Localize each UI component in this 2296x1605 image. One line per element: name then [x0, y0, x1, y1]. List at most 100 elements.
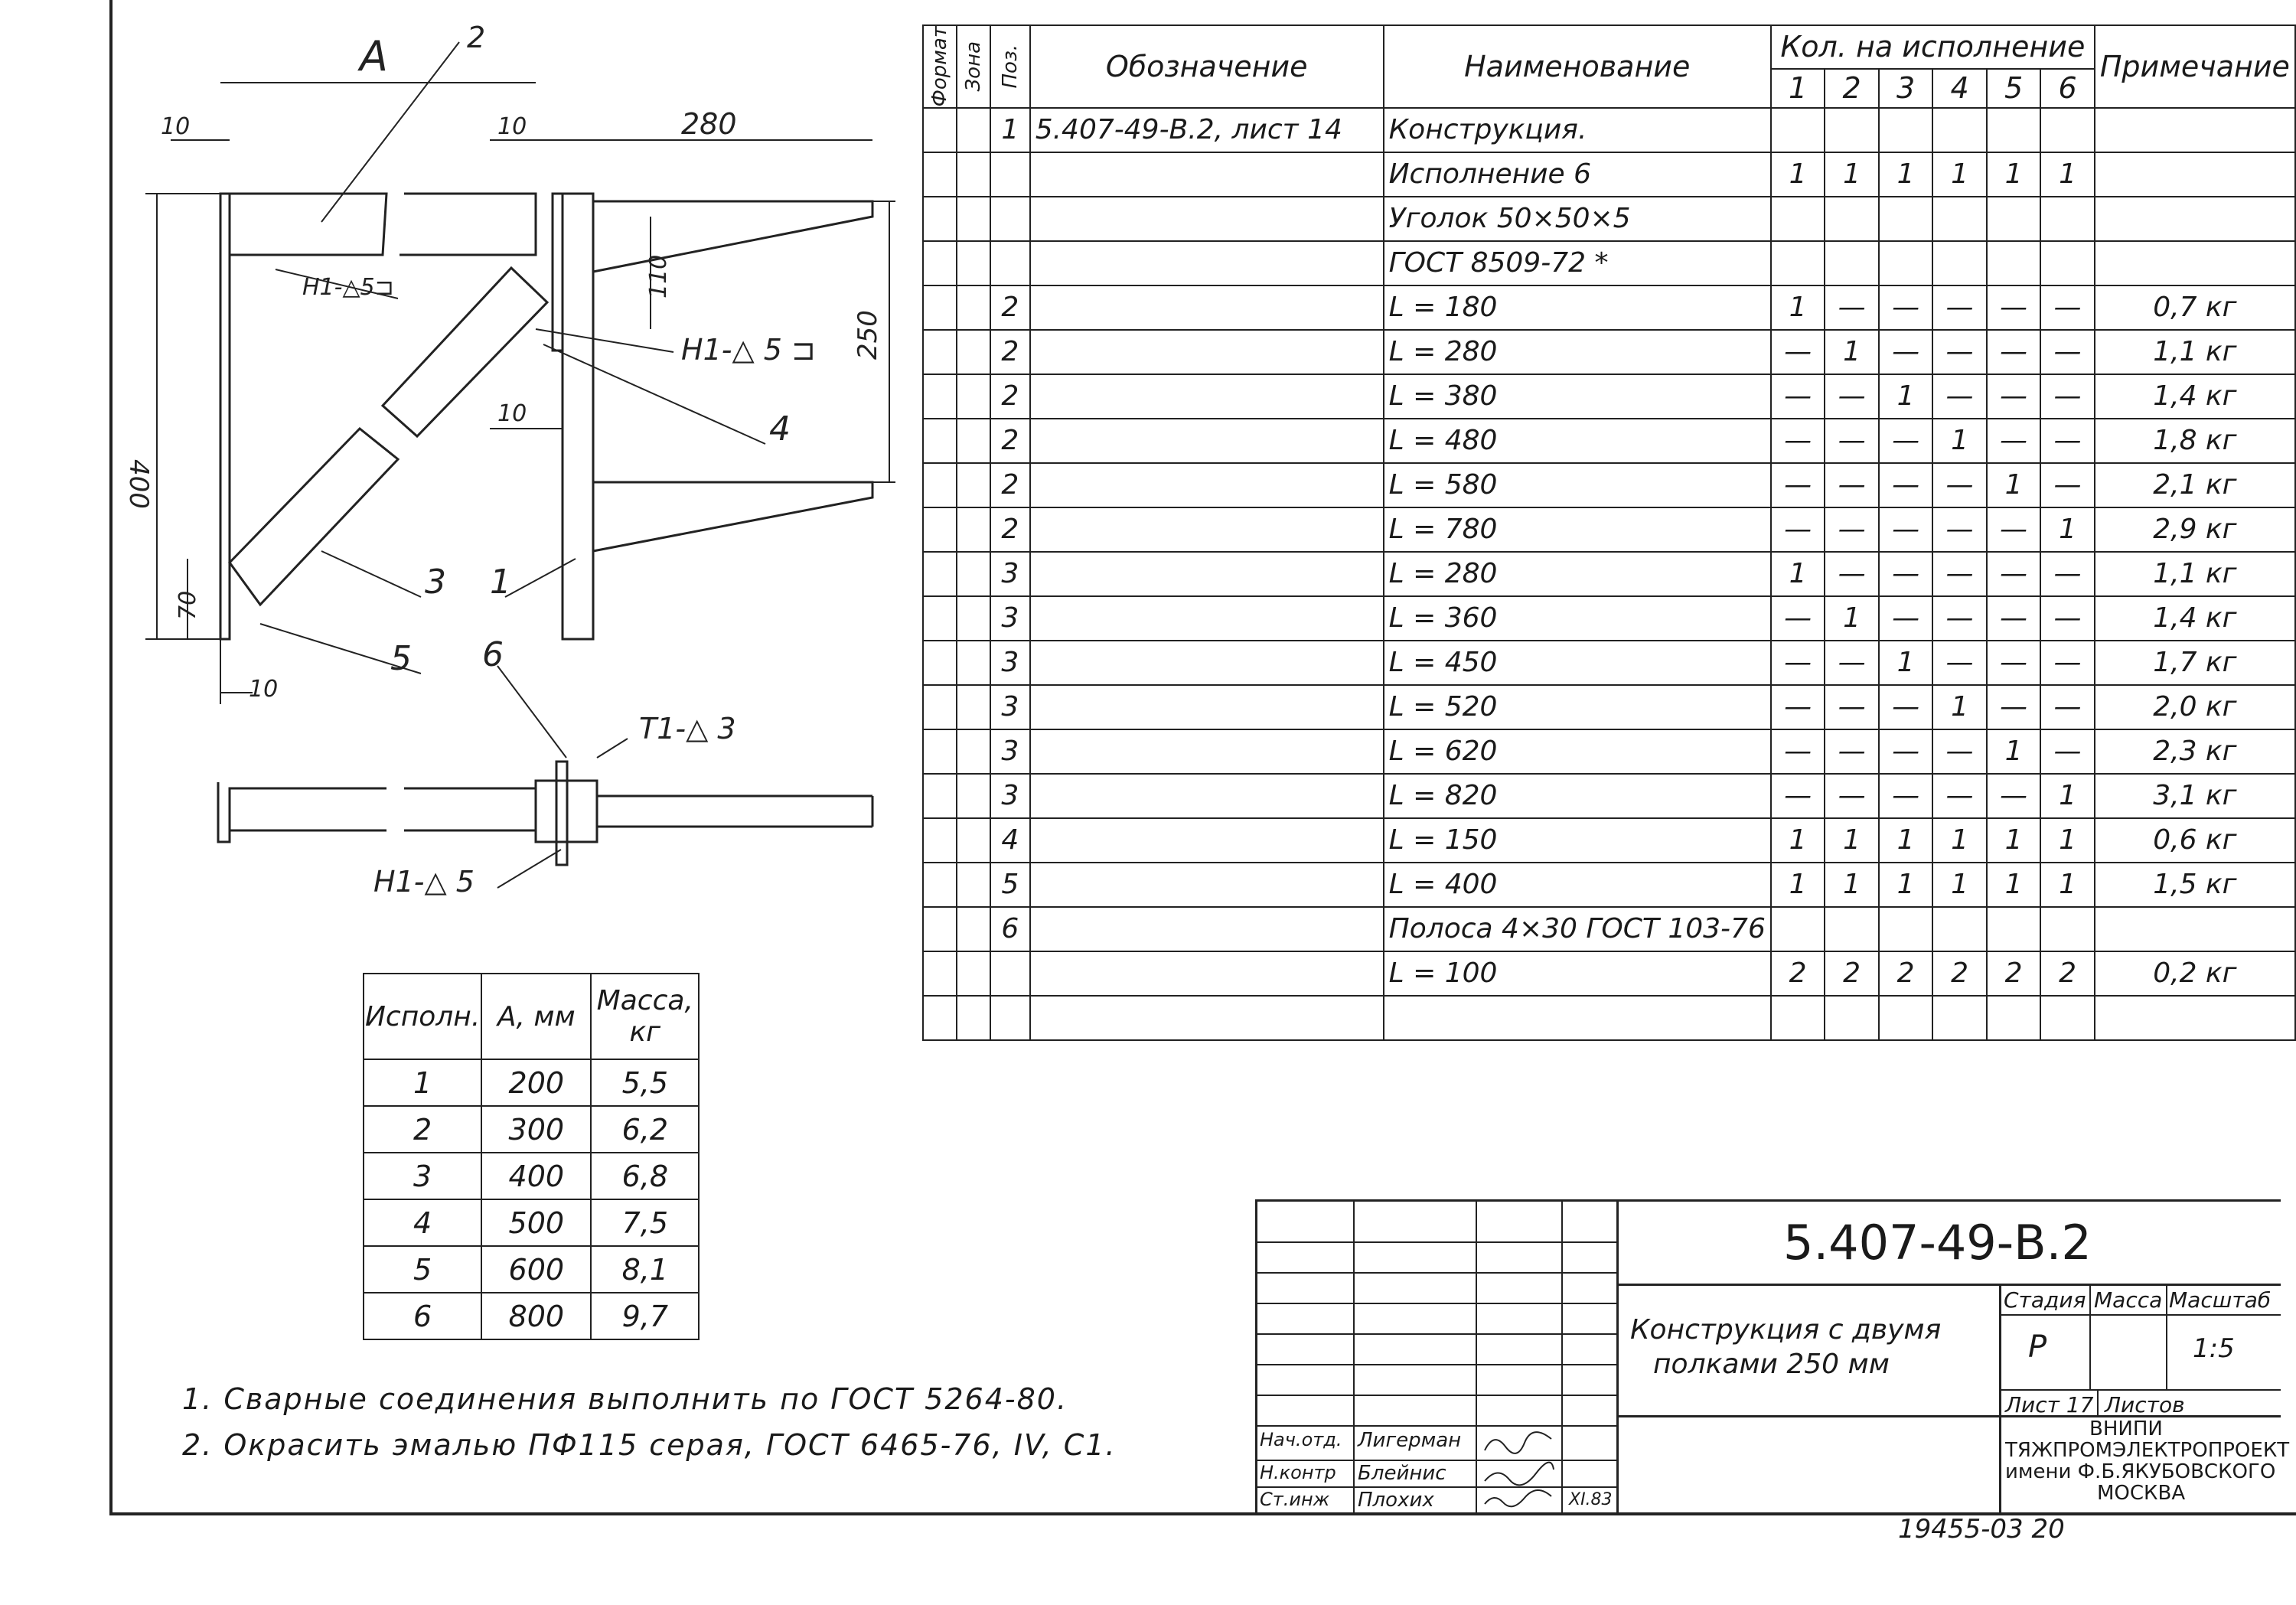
spec-qty-cell: — [1824, 639, 1880, 686]
spec-qty-cell: 1 [2040, 772, 2095, 819]
spec-pos-cell: 1 [990, 106, 1031, 153]
spec-format-cell [922, 639, 957, 686]
spec-note-cell: 1,7 кг [2093, 639, 2296, 686]
spec-qty-cell: — [1877, 728, 1934, 775]
variant-cell: 6 [362, 1292, 483, 1340]
spec-pos-cell: 6 [990, 905, 1031, 952]
spec-qty-cell: 1 [1824, 595, 1880, 641]
spec-format-cell [922, 861, 957, 908]
spec-pos-cell: 3 [990, 683, 1031, 730]
svg-text:Н1-△ 5 ⊐: Н1-△ 5 ⊐ [681, 333, 816, 367]
archive-number: 19455-03 20 [1898, 1514, 2065, 1545]
spec-name-cell: L = 520 [1382, 683, 1772, 730]
specification-table: Формат Зона Поз. Обозначение Наименовани… [922, 24, 2296, 1041]
spec-qty-cell: — [2040, 284, 2095, 331]
callout-3: 3 [425, 563, 446, 602]
spec-designation-cell [1029, 417, 1384, 464]
spec-designation-cell [1029, 151, 1384, 197]
spec-format-cell [922, 417, 957, 464]
spec-qty-cell: — [1877, 506, 1934, 553]
lower-shelf [592, 481, 874, 553]
spec-qty-cell [1932, 994, 1988, 1041]
spec-qty-cell [2040, 905, 2095, 952]
spec-zone-cell [956, 905, 991, 952]
spec-qty-cell: — [1769, 595, 1826, 641]
spec-qty-cell: — [1985, 328, 2042, 375]
spec-pos-cell [990, 151, 1031, 197]
spec-zone-cell [956, 639, 991, 686]
sig-name: Лигерман [1358, 1429, 1462, 1452]
svg-text:70: 70 [174, 591, 201, 620]
spec-qty-cell: — [1985, 284, 2042, 331]
spec-pos-cell: 4 [990, 817, 1031, 863]
spec-zone-cell [956, 462, 991, 508]
spec-qty-cell [1932, 106, 1988, 153]
spec-qty-cell: — [1877, 550, 1934, 597]
variant-col-header: Исполн. [362, 973, 483, 1060]
svg-text:Н1-△5⊐: Н1-△5⊐ [302, 274, 394, 301]
spec-qty-cell [1985, 195, 2042, 242]
spec-pos-cell: 3 [990, 639, 1031, 686]
spec-format-cell [922, 683, 957, 730]
callout-4: 4 [769, 409, 791, 449]
spec-note-cell [2093, 240, 2296, 286]
spec-qty-cell [1932, 240, 1988, 286]
spec-qty-cell [1824, 994, 1880, 1041]
spec-qty-cell: — [1932, 550, 1988, 597]
spec-pos-cell: 2 [990, 462, 1031, 508]
spec-pos-cell: 5 [990, 861, 1031, 908]
spec-name-cell [1382, 994, 1772, 1041]
spec-qty-cell [1769, 905, 1826, 952]
top-angle-pos2-right [400, 192, 537, 256]
spec-qty-cell: — [1824, 683, 1880, 730]
spec-qty-cell: — [1932, 639, 1988, 686]
spec-qty-cell: — [2040, 639, 2095, 686]
spec-zone-cell [956, 861, 991, 908]
svg-text:Н1-△ 5: Н1-△ 5 [373, 865, 475, 899]
spec-row: ГОСТ 8509-72 * [922, 240, 2296, 286]
frame-bottom-border [109, 1512, 2296, 1515]
spec-zone-cell [956, 550, 991, 597]
spec-qty-cell: 2 [1985, 950, 2042, 997]
spec-qty-cell [2040, 240, 2095, 286]
spec-note-cell [2093, 151, 2296, 197]
variant-cell: 6,8 [590, 1152, 700, 1200]
spec-qty-cell: — [2040, 595, 2095, 641]
spec-note-cell [2093, 106, 2296, 153]
spec-qty-cell: — [1824, 462, 1880, 508]
spec-note-cell: 1,1 кг [2093, 550, 2296, 597]
title-line-1: Конструкция с двумя [1630, 1314, 1942, 1346]
spec-qty-cell: — [1769, 417, 1826, 464]
spec-note-cell: 1,1 кг [2093, 328, 2296, 375]
spec-pos-cell: 2 [990, 506, 1031, 553]
spec-qty-cell: 1 [1769, 817, 1826, 863]
spec-format-cell [922, 728, 957, 775]
spec-zone-cell [956, 994, 991, 1041]
spec-zone-cell [956, 950, 991, 997]
spec-row: Уголок 50×50×5 [922, 195, 2296, 242]
spec-zone-cell [956, 417, 991, 464]
spec-qty-cell: — [1769, 373, 1826, 419]
spec-designation-cell [1029, 817, 1384, 863]
spec-qty-cell: 2 [1932, 950, 1988, 997]
spec-name-cell: L = 180 [1382, 284, 1772, 331]
spec-format-cell [922, 550, 957, 597]
spec-name-cell: Исполнение 6 [1382, 151, 1772, 197]
spec-note-cell [2093, 905, 2296, 952]
spec-qty-cell [1824, 905, 1880, 952]
spec-qty-cell: — [1877, 595, 1934, 641]
spec-qty-cell: — [1932, 595, 1988, 641]
spec-note-cell: 0,2 кг [2093, 950, 2296, 997]
spec-qty-cell: — [1824, 728, 1880, 775]
spec-qty-cell: 1 [1769, 284, 1826, 331]
variant-cell: 5 [362, 1245, 483, 1293]
spec-qty-cell: 1 [1932, 683, 1988, 730]
spec-qty-cell [2040, 106, 2095, 153]
spec-name-cell: L = 580 [1382, 462, 1772, 508]
